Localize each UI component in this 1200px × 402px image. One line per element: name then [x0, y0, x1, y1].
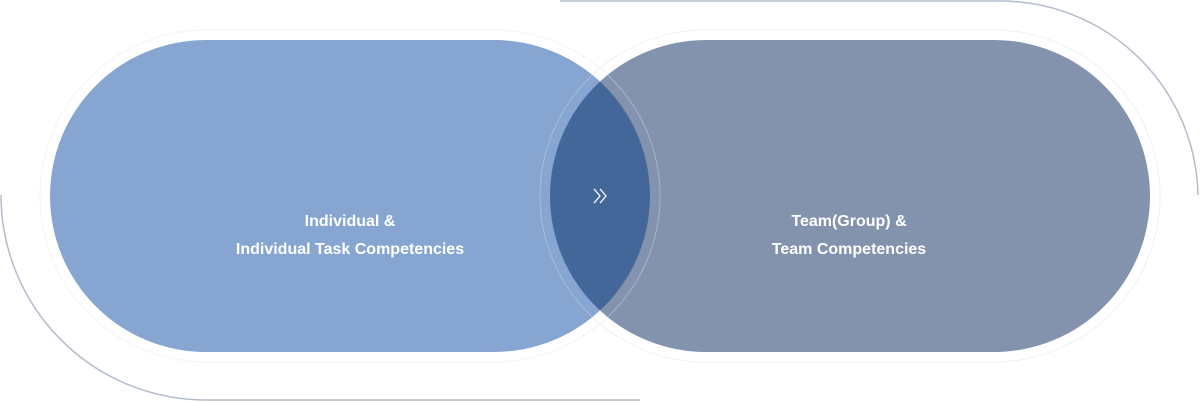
right-label-line1: Team(Group) & — [791, 213, 907, 230]
right-stadium — [550, 40, 1150, 352]
top-right-arc — [560, 0, 1199, 196]
right-label-line2: Team Competencies — [771, 241, 927, 258]
left-label-line1: Individual & — [304, 213, 396, 230]
left-label: Individual & Individual Task Competencie… — [150, 208, 550, 264]
double-chevron-right-icon — [593, 188, 607, 204]
bottom-left-arc — [0, 194, 640, 401]
left-label-line2: Individual Task Competencies — [235, 241, 465, 258]
right-label: Team(Group) & Team Competencies — [649, 208, 1049, 264]
left-stadium — [50, 40, 650, 352]
